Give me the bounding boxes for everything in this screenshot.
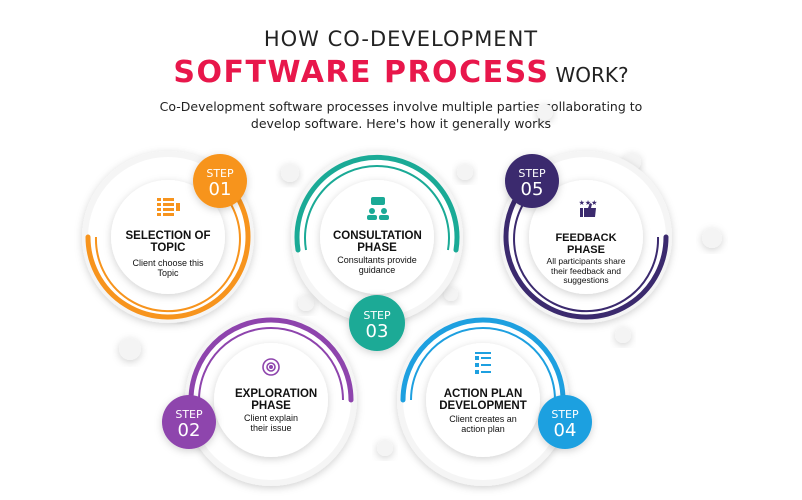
step-description: Client choose this Topic [132, 258, 204, 278]
decor-bubble [615, 327, 631, 343]
step-number: 04 [553, 420, 577, 441]
step-01-graphic [82, 151, 254, 323]
step-04-graphic [397, 314, 592, 486]
step-description: Client creates an action plan [449, 414, 517, 434]
step-03-graphic [291, 151, 463, 351]
step-number: 01 [208, 179, 232, 200]
step-04-caption: STEP 04 [541, 409, 589, 441]
decor-bubble [702, 228, 722, 248]
step-02-graphic [162, 314, 357, 486]
gear-target-icon [262, 358, 280, 376]
step-number: 03 [365, 321, 389, 342]
step-02-card: EXPLORATION PHASE Client explain their i… [221, 388, 321, 433]
step-label: STEP [551, 408, 579, 421]
step-04-card: ACTION PLAN DEVELOPMENT Client creates a… [431, 388, 535, 434]
decor-bubble [444, 287, 458, 301]
decor-bubble [298, 295, 314, 311]
step-label: STEP [363, 309, 391, 322]
subtitle: Co-Development software processes involv… [159, 99, 643, 131]
step-title: SELECTION OF TOPIC [125, 230, 211, 254]
decor-bubble [457, 164, 473, 180]
step-label: STEP [518, 167, 546, 180]
svg-text:★★★: ★★★ [579, 199, 598, 207]
thumbs-up-stars-icon: ★★★ [579, 199, 598, 217]
decor-bubble [377, 440, 393, 456]
step-01-caption: STEP 01 [196, 168, 244, 200]
step-01-card: SELECTION OF TOPIC Client choose this To… [118, 230, 218, 278]
step-05-caption: STEP 05 [508, 168, 556, 200]
step-description: Consultants provide guidance [337, 255, 417, 275]
decor-bubble [119, 338, 141, 360]
step-02-badge [162, 395, 216, 449]
step-02-caption: STEP 02 [165, 409, 213, 441]
step-title: ACTION PLAN DEVELOPMENT [439, 388, 527, 412]
consultation-people-icon [367, 197, 389, 220]
step-number: 02 [177, 420, 201, 441]
step-label: STEP [206, 167, 234, 180]
step-label: STEP [175, 408, 203, 421]
step-03-card: CONSULTATION PHASE Consultants provide g… [327, 230, 427, 275]
checklist-icon [475, 352, 491, 374]
title-suffix: WORK? [555, 63, 629, 87]
title-highlight: SOFTWARE PROCESS [173, 55, 550, 90]
step-05-card: FEEDBACK PHASE All participants share th… [538, 232, 634, 286]
step-title: FEEDBACK PHASE [555, 232, 617, 256]
step-05-badge [505, 154, 559, 208]
step-05-graphic: ★★★ [500, 151, 672, 323]
step-number: 05 [520, 179, 544, 200]
decor-bubble [281, 164, 299, 182]
list-document-icon [157, 198, 180, 216]
step-title: CONSULTATION PHASE [333, 230, 422, 254]
step-description: Client explain their issue [243, 413, 299, 433]
decor-bubble [537, 104, 553, 120]
step-03-badge [349, 295, 405, 351]
title-line-1: HOW CO-DEVELOPMENT [263, 27, 539, 51]
step-01-badge [193, 154, 247, 208]
step-title: EXPLORATION PHASE [235, 388, 318, 412]
step-description: All participants share their feedback an… [546, 256, 626, 285]
step-03-caption: STEP 03 [353, 310, 401, 342]
step-04-badge [538, 395, 592, 449]
